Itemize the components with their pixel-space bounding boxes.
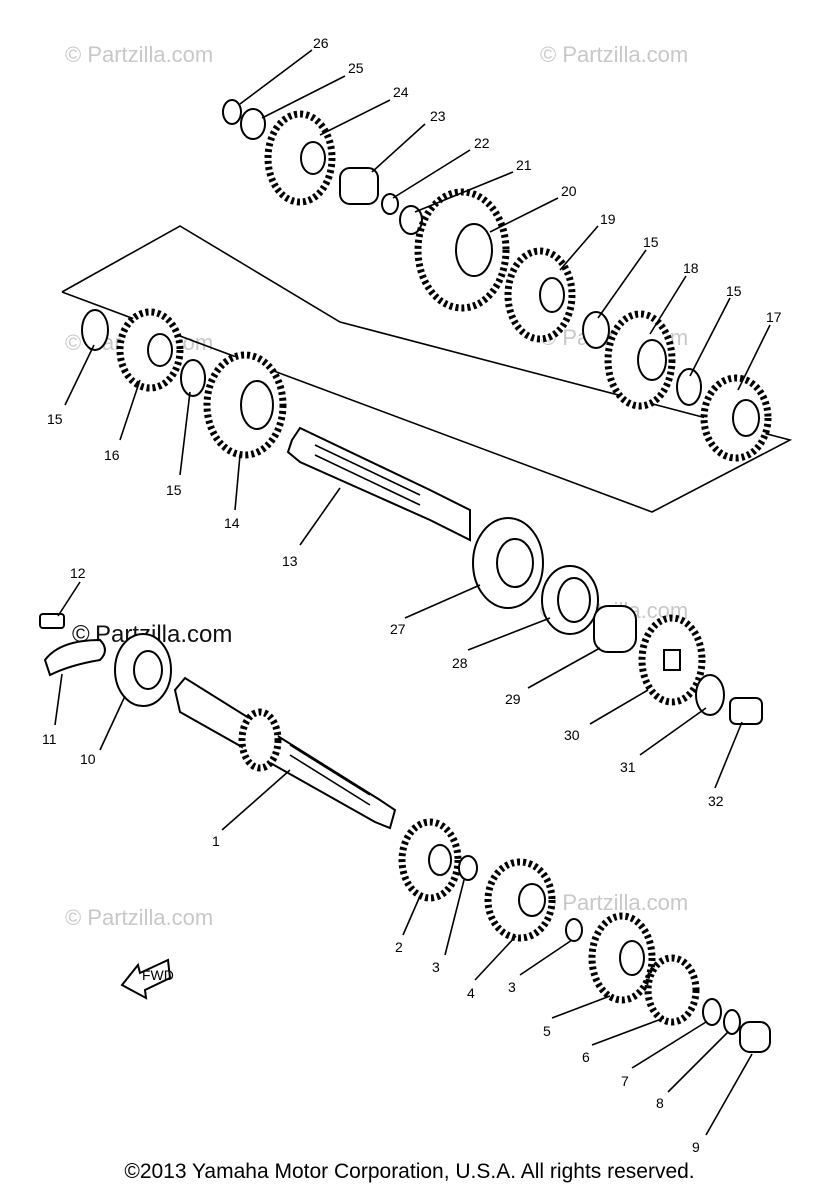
part-9-collar (739, 1021, 771, 1053)
copyright-notice: ©2013 Yamaha Motor Corporation, U.S.A. A… (124, 1160, 695, 1183)
callout-16: 16 (104, 447, 120, 463)
part-4-hub (518, 883, 546, 917)
callout-30: 30 (564, 727, 580, 743)
part-13-drive-axle (286, 426, 471, 542)
part-3-circlip (458, 855, 478, 881)
watermark-prominent: Partzilla.com (95, 621, 232, 648)
part-10-bearing-race (133, 650, 163, 690)
part-23-bearing (339, 167, 379, 205)
fwd-label: FWD (142, 967, 174, 983)
part-7-washer (702, 998, 722, 1026)
callout-1: 1 (212, 833, 220, 849)
callout-4: 4 (467, 985, 475, 1001)
part-22-circlip (381, 193, 399, 215)
axle-spline-line (289, 744, 371, 796)
axle-spline-line (314, 454, 421, 506)
callout-19: 19 (600, 211, 616, 227)
part-28-oil-seal-inner (557, 577, 591, 623)
part-2-hub (428, 844, 452, 876)
callout-2: 2 (395, 939, 403, 955)
callout-9: 9 (692, 1139, 700, 1155)
part-18-hub (637, 339, 667, 381)
watermark: © Partzilla.com (540, 42, 688, 67)
callout-20: 20 (561, 183, 577, 199)
callout-15: 15 (643, 234, 659, 250)
leader-lines (54, 49, 771, 1136)
callout-32: 32 (708, 793, 724, 809)
callout-18: 18 (683, 260, 699, 276)
watermark: © Partzilla.com (540, 890, 688, 915)
part-27-bearing-race (496, 538, 534, 588)
callout-7: 7 (621, 1073, 629, 1089)
part-25-washer (240, 108, 266, 140)
callout-23: 23 (430, 108, 446, 124)
callout-14: 14 (224, 515, 240, 531)
callout-31: 31 (620, 759, 636, 775)
part-6-gear (644, 954, 700, 1026)
callout-15: 15 (726, 283, 742, 299)
part-20-hub (455, 223, 493, 277)
callout-5: 5 (543, 1023, 551, 1039)
callout-11: 11 (42, 731, 57, 747)
callout-24: 24 (393, 84, 409, 100)
callout-25: 25 (348, 60, 364, 76)
part-24-hub (300, 141, 326, 175)
callout-3: 3 (432, 959, 440, 975)
watermark: © Partzilla.com (65, 42, 213, 67)
part-5-hub (619, 940, 645, 976)
part-26-circlip (222, 99, 242, 125)
callout-22: 22 (474, 135, 490, 151)
part-32-nut (729, 697, 763, 725)
callout-27: 27 (390, 621, 406, 637)
part-14-hub (240, 380, 274, 430)
part-16-hub (147, 333, 173, 367)
callout-13: 13 (282, 553, 298, 569)
part-19-hub (539, 277, 565, 313)
part-21-washer (399, 205, 423, 235)
callout-12: 12 (70, 565, 86, 581)
part-3-circlip (565, 918, 583, 942)
callout-8: 8 (656, 1095, 664, 1111)
part-17-hub (732, 399, 760, 437)
fwd-arrow-icon (120, 958, 172, 1000)
part-29-collar (593, 605, 637, 653)
callout-26: 26 (313, 35, 329, 51)
callout-10: 10 (80, 751, 96, 767)
callout-15: 15 (47, 411, 63, 427)
part-11-bearing-stopper (43, 638, 106, 677)
part-15-circlip (81, 309, 109, 351)
callout-28: 28 (452, 655, 468, 671)
part-8-circlip (723, 1009, 741, 1035)
callout-3: 3 (508, 979, 516, 995)
callout-17: 17 (766, 309, 782, 325)
callout-21: 21 (516, 157, 532, 173)
part-15-circlip (582, 311, 610, 349)
callout-29: 29 (505, 691, 521, 707)
part-12-bolt (39, 613, 65, 629)
axle-spline-line (289, 754, 371, 806)
axle-spline-line (314, 444, 421, 496)
part-15-circlip (676, 368, 702, 406)
part-15-circlip (180, 359, 206, 397)
part-31-lock-washer (695, 674, 725, 716)
assembly-outline (61, 225, 793, 513)
part-1-integral-gear (238, 708, 282, 772)
callout-15: 15 (166, 482, 182, 498)
watermark: © Partzilla.com (65, 905, 213, 930)
part-1-main-axle (173, 676, 397, 830)
part-30-sprocket-hub (663, 649, 681, 671)
callout-6: 6 (582, 1049, 590, 1065)
